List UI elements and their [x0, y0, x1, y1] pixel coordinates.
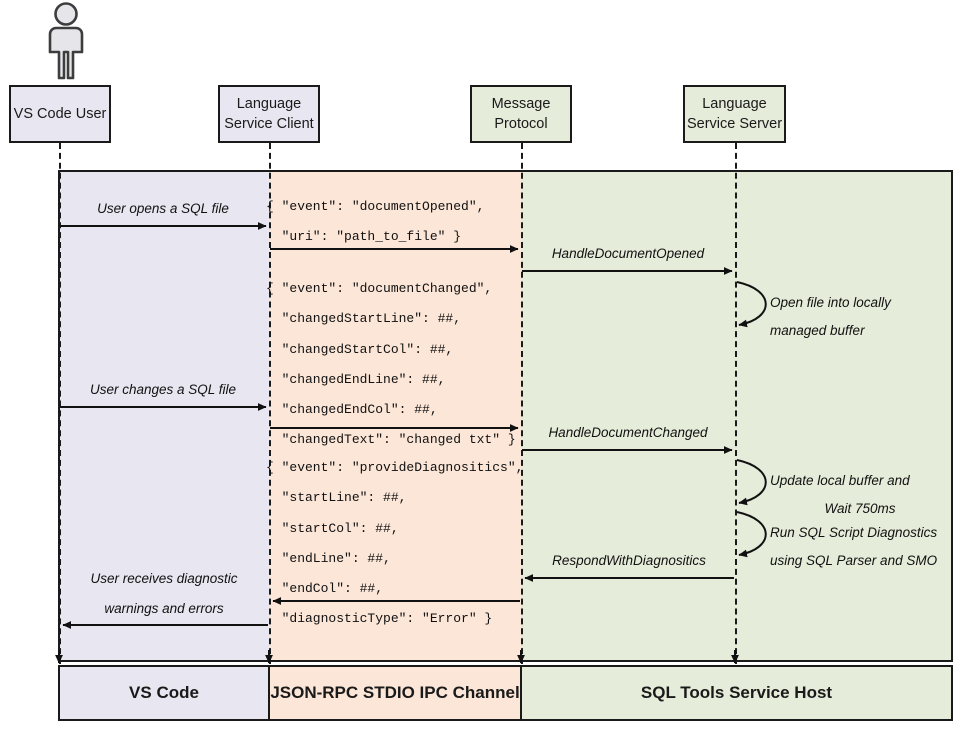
- participant-label-line1: Language: [236, 95, 302, 112]
- note-update-buffer-line2: Wait 750ms: [824, 501, 896, 517]
- lifeline-message-protocol: [521, 143, 523, 664]
- message-label-user-opens: User opens a SQL file: [97, 201, 229, 216]
- participant-vs-code-user[interactable]: VS Code User: [9, 85, 111, 143]
- participant-language-service-server[interactable]: Language Service Server: [683, 85, 786, 143]
- code-block-provide-diagnositics: { "event": "provideDiagnositics", "start…: [266, 460, 524, 627]
- note-update-buffer: Update local buffer and Wait 750ms: [770, 467, 950, 524]
- footer-label: VS Code: [129, 683, 199, 702]
- note-run-diagnostics-line1: Run SQL Script Diagnostics: [770, 525, 938, 540]
- note-run-diagnostics-line2: using SQL Parser and SMO: [770, 553, 938, 569]
- message-label-user-receives-line1: User receives diagnostic: [90, 571, 238, 586]
- message-label-handle-document-changed: HandleDocumentChanged: [548, 425, 708, 440]
- footer-label: JSON-RPC STDIO IPC Channel: [270, 683, 520, 702]
- participant-label-line1: Message: [491, 95, 551, 112]
- message-label-respond-with-diagnositics: RespondWithDiagnositics: [552, 553, 706, 568]
- band-vs-code: [58, 170, 269, 662]
- footer-label: SQL Tools Service Host: [640, 683, 833, 702]
- participant-label-line2: Service Server: [686, 116, 783, 132]
- participant-label-line1: Language: [702, 95, 767, 112]
- footer-vs-code[interactable]: VS Code: [58, 665, 270, 721]
- note-run-diagnostics: Run SQL Script Diagnostics using SQL Par…: [770, 519, 950, 576]
- participant-label-line2: Protocol: [494, 116, 548, 132]
- participant-language-service-client[interactable]: Language Service Client: [218, 85, 320, 143]
- message-label-user-receives-line2: warnings and errors: [104, 601, 224, 616]
- participant-label-line1: VS Code User: [13, 105, 107, 122]
- footer-sql-tools-service-host[interactable]: SQL Tools Service Host: [520, 665, 953, 721]
- note-update-buffer-line1: Update local buffer and: [770, 473, 910, 488]
- message-label-user-changes: User changes a SQL file: [89, 382, 237, 397]
- participant-message-protocol[interactable]: Message Protocol: [470, 85, 572, 143]
- message-label-handle-document-opened: HandleDocumentOpened: [551, 246, 705, 261]
- note-open-file: Open file into locally managed buffer: [770, 289, 950, 346]
- participant-label-line2: Service Client: [224, 116, 314, 132]
- code-block-document-opened: { "event": "documentOpened", "uri": "pat…: [266, 199, 485, 245]
- band-sql-tools-service-host: [521, 170, 953, 662]
- lifeline-vs-code-user: [59, 143, 61, 664]
- band-ipc-channel: [269, 170, 521, 662]
- lifeline-language-service-server: [735, 143, 737, 664]
- footer-json-rpc-channel[interactable]: JSON-RPC STDIO IPC Channel: [268, 665, 522, 721]
- note-open-file-line1: Open file into locally: [770, 295, 891, 310]
- note-open-file-line2: managed buffer: [770, 323, 865, 339]
- code-block-document-changed: { "event": "documentChanged", "changedSt…: [266, 281, 516, 448]
- lifeline-language-service-client: [269, 143, 271, 664]
- person-icon: [48, 2, 84, 80]
